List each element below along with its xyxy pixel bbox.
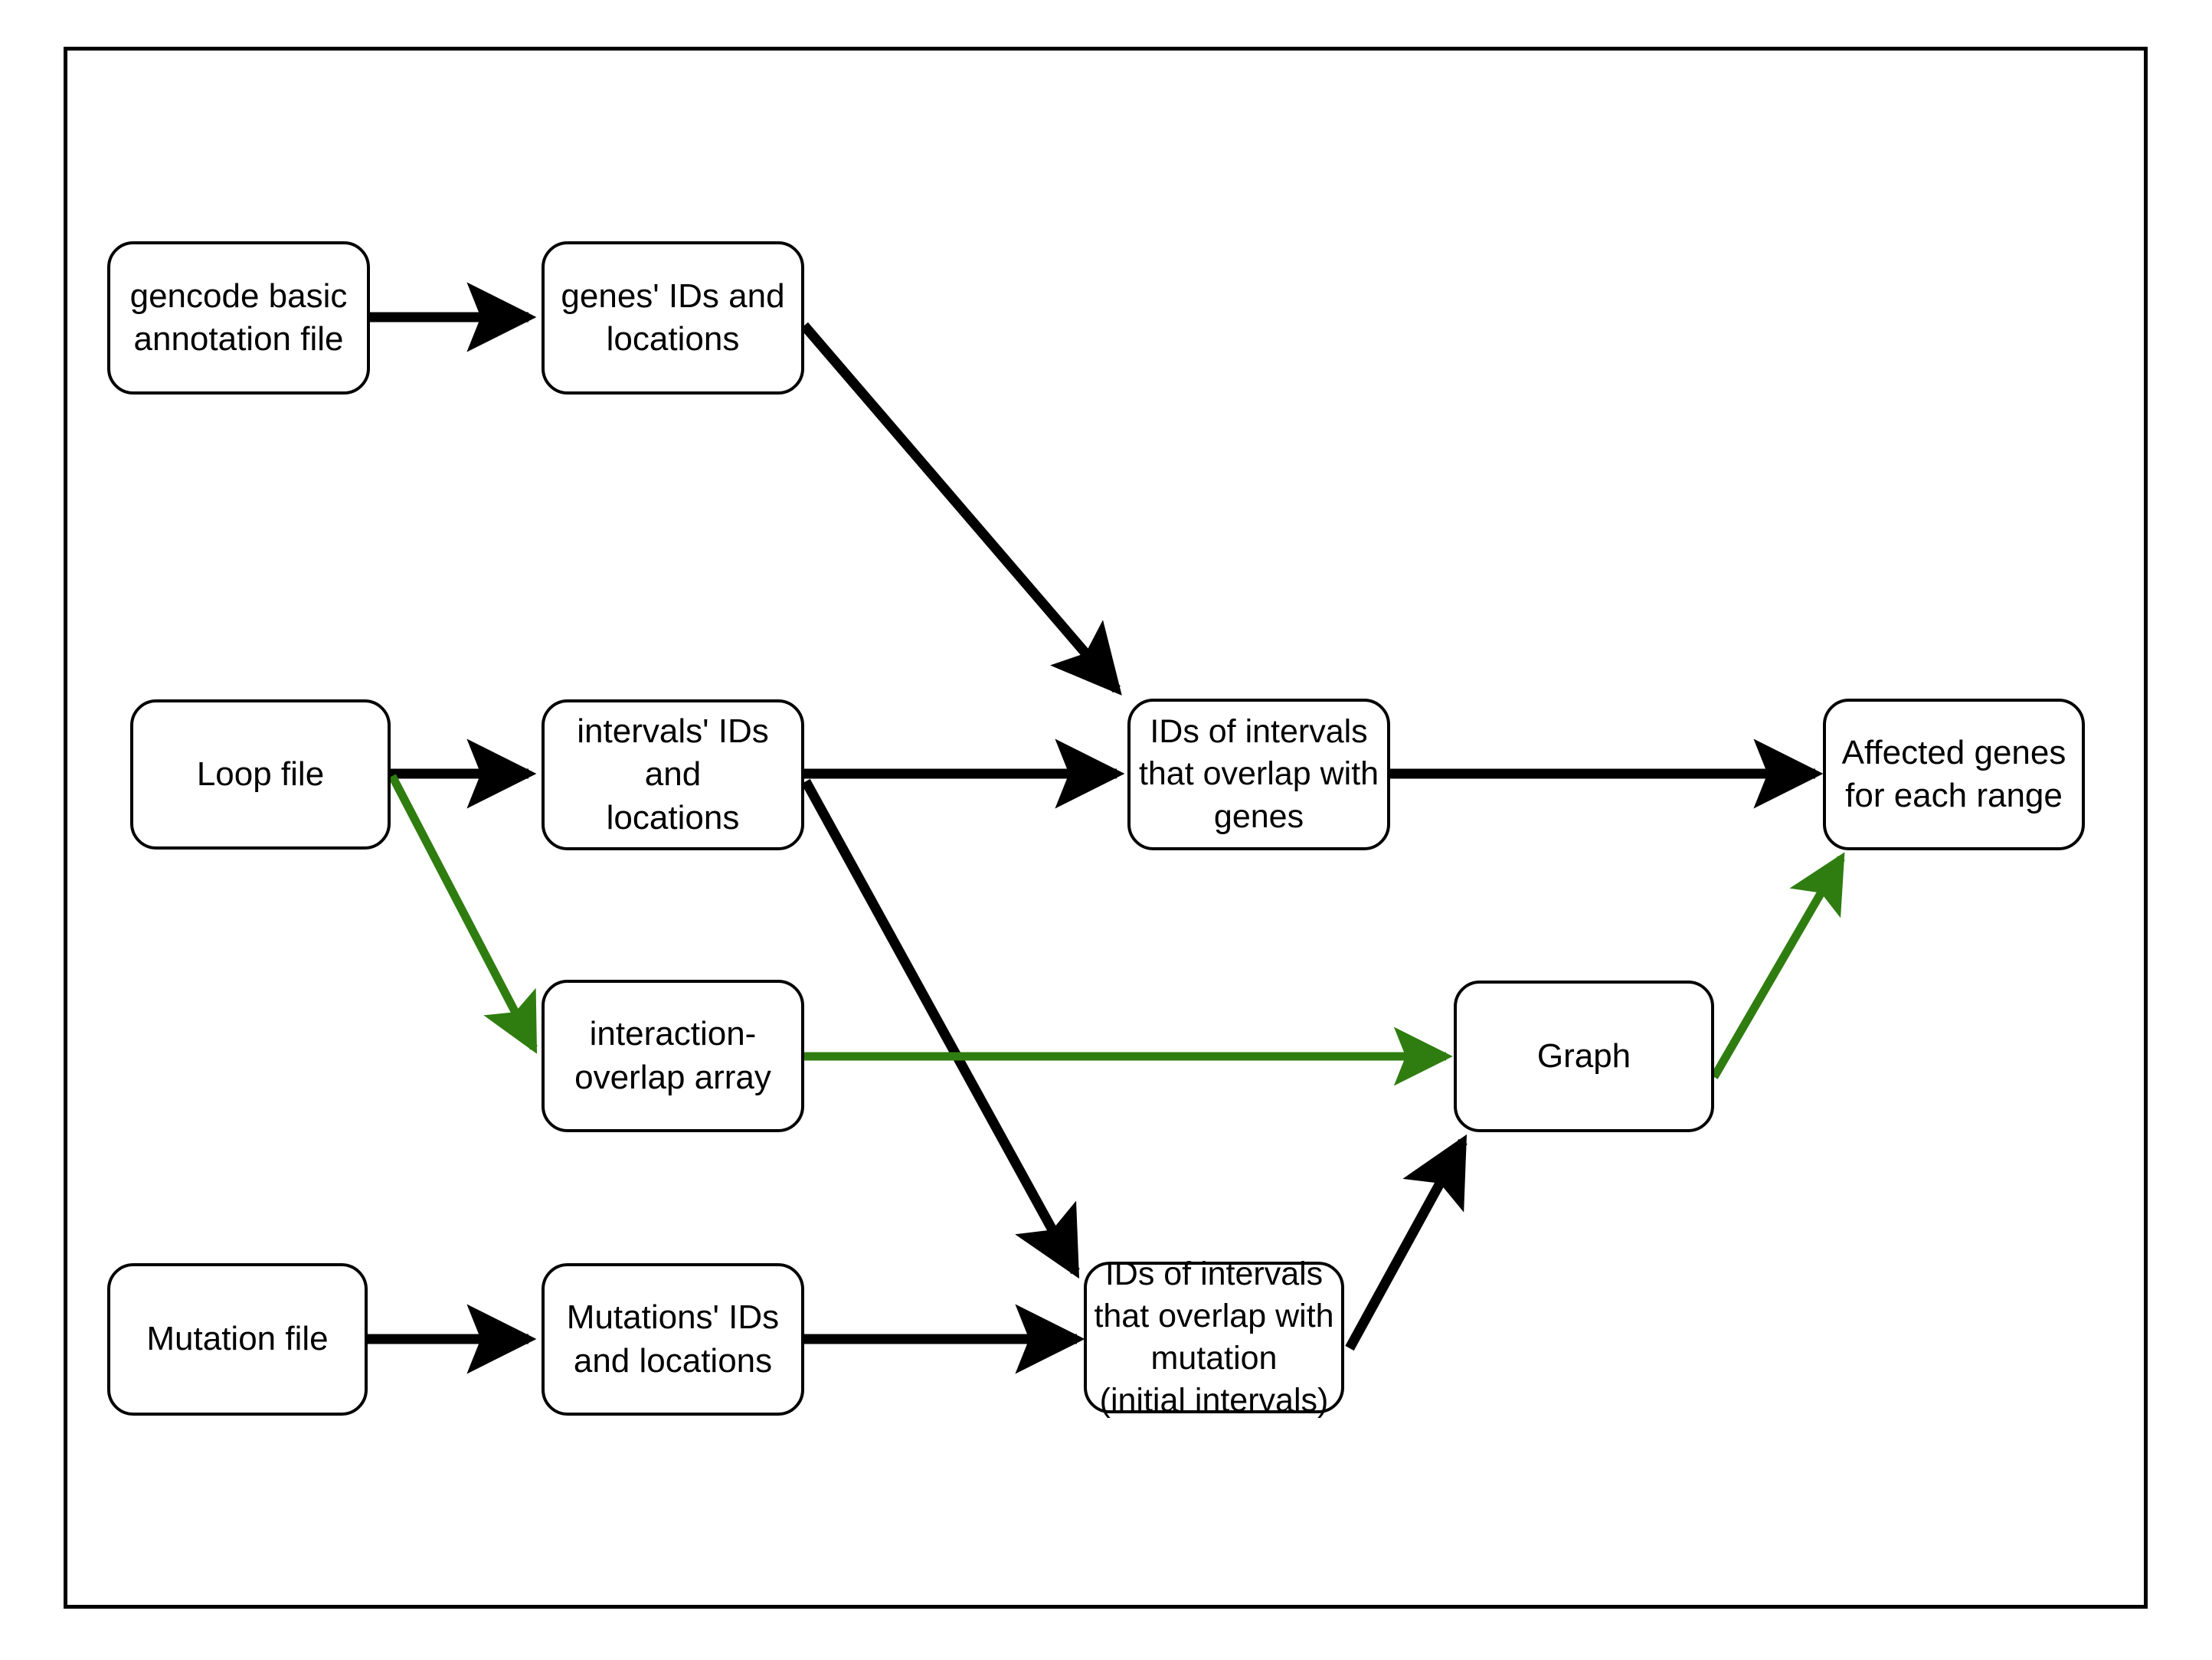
node-label: genes' IDs and locations (561, 277, 785, 358)
node-ids-of-intervals-overlap-mutation[interactable]: IDs of intervals that overlap with mutat… (1084, 1256, 1344, 1419)
node-label: intervals' IDs and locations (577, 712, 769, 837)
node-graph[interactable]: Graph (1454, 981, 1714, 1132)
node-mutation-file[interactable]: Mutation file (107, 1263, 368, 1416)
node-genes-ids-and-locations[interactable]: genes' IDs and locations (542, 241, 804, 395)
node-label: Graph (1536, 1036, 1631, 1075)
node-ids-of-intervals-overlap-genes[interactable]: IDs of intervals that overlap with genes (1127, 699, 1390, 850)
node-affected-genes-for-each-range[interactable]: Affected genes for each range (1823, 699, 2085, 850)
node-label: Loop file (196, 755, 325, 793)
node-label: Mutations' IDs and locations (566, 1298, 780, 1380)
node-label: Affected genes for each range (1841, 733, 2066, 814)
node-label: interaction- overlap array (574, 1015, 771, 1096)
node-loop-file[interactable]: Loop file (130, 699, 391, 850)
node-interaction-overlap-array[interactable]: interaction- overlap array (542, 980, 804, 1132)
node-mutations-ids-and-locations[interactable]: Mutations' IDs and locations (542, 1263, 804, 1416)
node-label: gencode basic annotation file (129, 277, 348, 358)
node-label: IDs of intervals that overlap with genes (1138, 713, 1379, 835)
node-gencode-basic-annotation-file[interactable]: gencode basic annotation file (107, 241, 370, 395)
diagram-outer-frame (64, 47, 2148, 1609)
node-label: IDs of intervals that overlap with mutat… (1094, 1255, 1334, 1419)
node-label: Mutation file (146, 1320, 329, 1358)
node-intervals-ids-and-locations[interactable]: intervals' IDs and locations (542, 699, 804, 850)
